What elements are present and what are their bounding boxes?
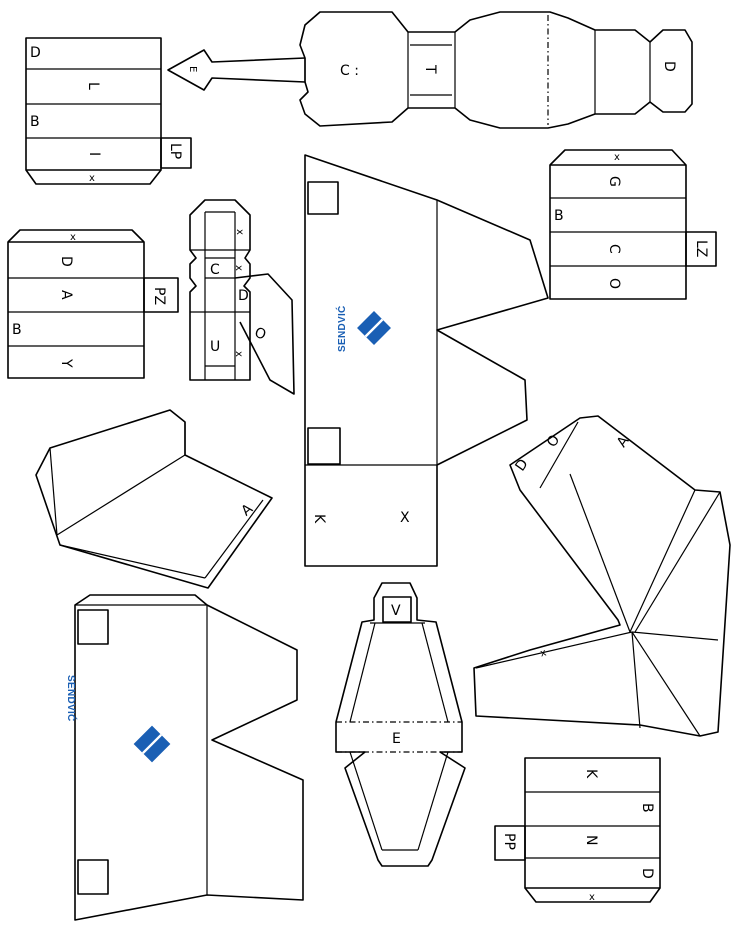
label-bottom-right-b: B <box>639 803 655 813</box>
net-small-box: x C x D U O x <box>189 199 295 395</box>
net-box-right: x G B C LZ O <box>549 149 717 300</box>
label-top-left-b: B <box>30 114 40 130</box>
label-right-shape-d: D <box>512 456 531 474</box>
sendvic-brand-upper: SENDVIĆ <box>335 305 348 352</box>
label-small-box-x1: x <box>234 229 245 235</box>
label-right-box-lz: LZ <box>693 240 709 257</box>
label-left-mid-pz: PZ <box>151 287 167 305</box>
label-left-mid-a: A <box>58 290 74 300</box>
label-right-box-x: x <box>614 152 620 163</box>
label-right-box-b: B <box>554 208 564 224</box>
label-bottom-right-n: N <box>583 835 599 845</box>
label-body-c: C : <box>340 63 359 79</box>
label-right-box-g: G <box>606 176 622 187</box>
net-truck-upper: K X SENDVIĆ <box>304 154 549 567</box>
label-small-box-u: U <box>210 339 220 355</box>
sendvic-logo-upper: SENDVIĆ <box>335 305 391 352</box>
label-left-mid-y: Y <box>58 358 74 368</box>
net-box-top-left: D L B I LP x E <box>25 37 306 185</box>
label-left-mid-x: x <box>70 232 76 243</box>
sendvic-logo-lower: SENDVIĆ <box>65 675 171 763</box>
net-box-left-mid: x D A PZ B Y <box>7 229 179 379</box>
label-small-box-d: D <box>238 288 249 304</box>
net-bottle: V E <box>335 582 466 867</box>
label-bottom-right-k: K <box>583 769 599 779</box>
label-right-box-o: O <box>606 278 622 289</box>
label-right-box-c: C <box>606 244 622 254</box>
label-top-left-d: D <box>30 45 41 61</box>
label-body-t: T <box>422 64 438 74</box>
label-bottom-right-d: D <box>639 868 655 879</box>
label-right-shape-o: O <box>544 432 563 450</box>
label-left-mid-d: D <box>58 256 74 267</box>
label-bottom-right-pp: PP <box>501 833 517 850</box>
label-top-left-lp: LP <box>167 143 183 159</box>
net-right-shape: O D A x <box>473 415 731 737</box>
label-small-box-o: O <box>252 325 268 344</box>
label-top-left-l: L <box>85 82 101 90</box>
label-wing-a: A <box>238 501 256 520</box>
label-truck-k: K <box>311 514 327 524</box>
label-top-left-i: I <box>86 152 102 156</box>
label-top-left-e: E <box>187 66 198 72</box>
label-top-left-x: x <box>89 173 95 184</box>
label-left-mid-b: B <box>12 322 22 338</box>
label-bottle-e: E <box>392 731 401 747</box>
net-wing: A <box>35 409 273 589</box>
label-small-box-x3: x <box>233 351 244 357</box>
net-box-bottom-right: K B N PP D x <box>494 757 661 903</box>
net-body-top: C : T D <box>299 11 693 129</box>
label-truck-x: X <box>400 510 410 526</box>
label-bottom-right-x: x <box>589 892 595 903</box>
label-small-box-c: C <box>210 262 220 278</box>
sendvic-brand-lower: SENDVIĆ <box>65 675 78 722</box>
net-truck-lower: SENDVIĆ <box>65 594 304 921</box>
label-bottle-v: V <box>391 603 401 619</box>
label-small-box-x2: x <box>233 265 244 271</box>
label-right-shape-x: x <box>539 647 548 659</box>
label-body-d: D <box>661 61 677 72</box>
